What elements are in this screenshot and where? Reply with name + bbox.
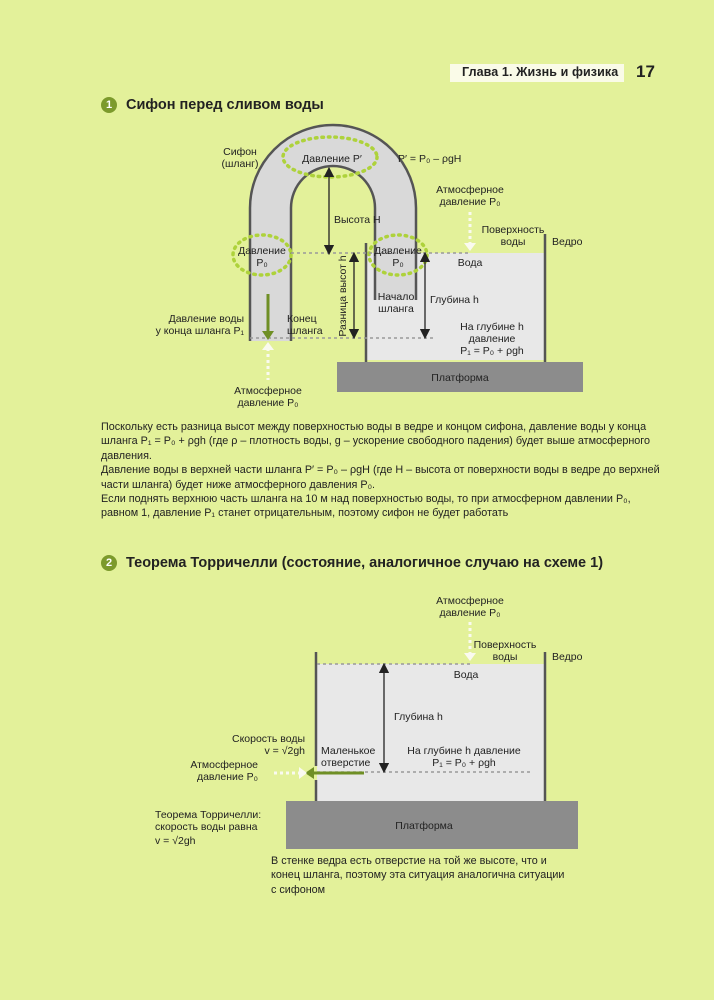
paragraph-2: Давление воды в верхней части шланга P′ …: [101, 464, 660, 491]
bucket-label-s2: Ведро: [552, 651, 583, 663]
theorem-formula: v = √2gh: [155, 835, 196, 847]
atm-side-arrow-head: [299, 767, 307, 779]
atm-top-label-2: давление P₀: [439, 196, 500, 208]
pressure-left-label: Давление: [238, 245, 286, 257]
section-2-badge: 2: [101, 555, 117, 571]
theorem-label: Теорема Торричелли:: [155, 809, 261, 821]
velocity-formula: v = √2gh: [265, 745, 306, 757]
atm-bottom-label: Атмосферное: [234, 385, 302, 397]
platform-label-s2: Платформа: [395, 820, 453, 832]
section-2-caption: В стенке ведра есть отверстие на той же …: [271, 855, 565, 896]
paragraph-1: Поскольку есть разница высот между повер…: [101, 421, 650, 462]
end-pressure-label-2: у конца шланга P₁: [156, 325, 245, 337]
hose-start-label: Начало: [378, 291, 415, 303]
bucket-label: Ведро: [552, 236, 583, 248]
surface-label-s2: Поверхность: [474, 639, 537, 651]
chapter-title: Глава 1. Жизнь и физика: [462, 65, 619, 79]
atm-top-label: Атмосферное: [436, 184, 504, 196]
siphon-hose: [250, 125, 416, 341]
atm-arrow-top-head: [464, 243, 476, 251]
depth-pressure-label: На глубине h: [460, 321, 524, 333]
depth-pressure-formula: P₁ = P₀ + ρgh: [460, 345, 524, 357]
pressure-right-label: Давление: [374, 245, 422, 257]
section-1-heading: 1 Сифон перед сливом воды: [101, 97, 324, 113]
height-H-label: Высота H: [334, 214, 381, 226]
end-pressure-label: Давление воды: [169, 313, 244, 325]
siphon-label: Сифон: [223, 146, 257, 158]
depth-label: Глубина h: [430, 294, 479, 306]
atm-arrow-2-head: [464, 653, 476, 661]
surface-label: Поверхность: [482, 224, 545, 236]
water-label: Вода: [458, 257, 483, 269]
depth-label-s2: Глубина h: [394, 711, 443, 723]
platform-label: Платформа: [431, 372, 489, 384]
hose-inner-edge: [289, 164, 377, 341]
bucket-water-2: [317, 664, 544, 801]
velocity-label: Скорость воды: [232, 733, 305, 745]
section-1-badge: 1: [101, 97, 117, 113]
water-label-s2: Вода: [454, 669, 479, 681]
outflow-arrow-head: [305, 767, 314, 779]
hole-label: Маленькое: [321, 745, 375, 757]
surface-label-s2-2: воды: [493, 651, 518, 663]
atm-side-label: Атмосферное: [190, 759, 258, 771]
surface-label-2: воды: [501, 236, 526, 248]
depth-pressure-label-2: давление: [469, 333, 516, 345]
pressure-right-label-2: P₀: [392, 257, 403, 269]
page-number: 17: [636, 62, 655, 81]
siphon-label-2: (шланг): [221, 158, 258, 170]
depth-pressure-label-s2: На глубине h давление: [407, 745, 521, 757]
left-pressure-highlight: [231, 233, 293, 277]
atm-side-label-2: давление P₀: [197, 771, 258, 783]
section-2-title: Теорема Торричелли (состояние, аналогичн…: [126, 555, 604, 571]
atm-bottom-label-2: давление P₀: [237, 397, 298, 409]
pressure-top-label: Давление P′: [302, 153, 362, 165]
header-band: [450, 64, 624, 82]
height-diff-label: Разница высот h: [337, 255, 349, 336]
depth-pressure-formula-s2: P₁ = P₀ + ρgh: [432, 757, 496, 769]
platform-2: [286, 801, 578, 849]
section-2-heading: 2 Теорема Торричелли (состояние, аналоги…: [101, 555, 603, 571]
section-1-explanation: Поскольку есть разница высот между повер…: [101, 420, 661, 521]
platform-1: [337, 362, 583, 392]
hose-start-label-2: шланга: [378, 303, 414, 315]
hose-outer-edge: [248, 123, 418, 341]
hose-end-label: Конец: [287, 313, 317, 325]
paragraph-3: Если поднять верхнюю часть шланга на 10 …: [101, 493, 631, 520]
hole-label-2: отверстие: [321, 757, 370, 769]
flow-arrow-head: [262, 331, 274, 340]
theorem-label-2: скорость воды равна: [155, 821, 258, 833]
atm-top-label-s2: Атмосферное: [436, 595, 504, 607]
pressure-left-label-2: P₀: [256, 257, 267, 269]
atm-arrow-bottom-head: [262, 342, 274, 350]
hose-end-label-2: шланга: [287, 325, 323, 337]
formula-top: P′ = P₀ – ρgH: [398, 153, 461, 165]
atm-top-label-s2-2: давление P₀: [439, 607, 500, 619]
section-1-title: Сифон перед сливом воды: [126, 97, 324, 113]
